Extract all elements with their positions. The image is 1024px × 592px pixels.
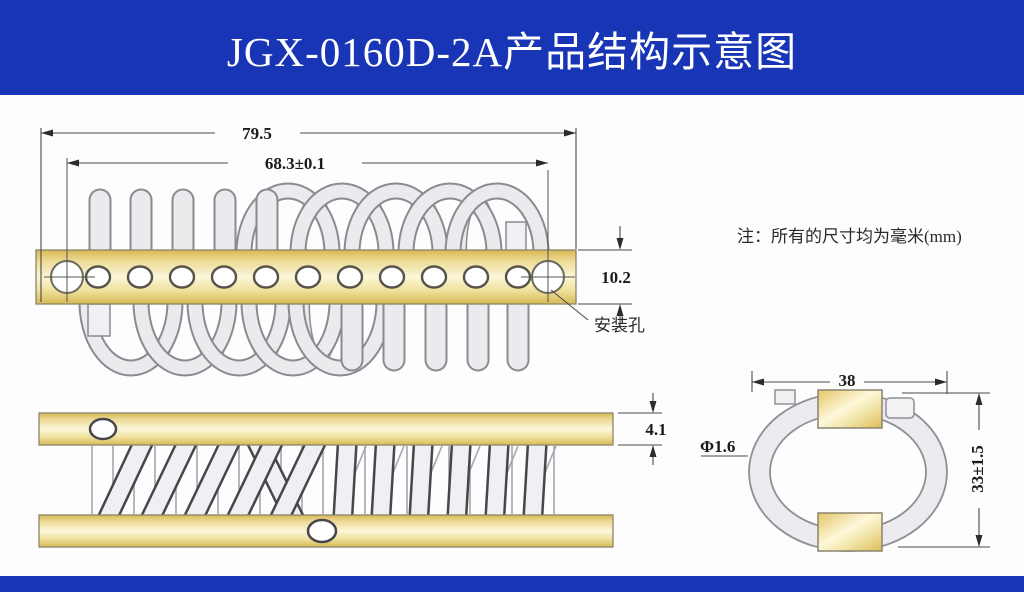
cable-clamp <box>885 397 915 419</box>
cable-end-bottom <box>87 303 111 337</box>
dim-loop-width-text: 38 <box>839 371 856 390</box>
top-bar-hole <box>88 417 118 441</box>
dim-overall-length-text: 79.5 <box>242 124 272 143</box>
top-bar-side <box>38 412 614 446</box>
dim-mounting-span: 68.3±0.1 <box>67 154 548 173</box>
note-text: 注：所有的尺寸均为毫米(mm) <box>737 227 962 246</box>
dim-wire-diameter: Φ1.6 <box>700 437 748 457</box>
dim-overall-length: 79.5 <box>40 124 577 302</box>
footer-bar <box>0 576 1024 592</box>
dim-loop-height-text: 33±1.5 <box>968 445 987 493</box>
side-view: 4.1 <box>38 393 667 548</box>
dim-bar-width-text: 10.2 <box>601 268 631 287</box>
coil-arches-bottom <box>78 293 393 377</box>
top-block <box>817 389 883 429</box>
dim-bar-thickness-text: 4.1 <box>645 420 666 439</box>
top-view: 79.5 68.3±0.1 10.2 安装孔 <box>35 124 645 377</box>
dim-mounting-span-text: 68.3±0.1 <box>265 154 325 173</box>
bottom-block <box>817 512 883 552</box>
cable-tab <box>774 389 796 405</box>
mounting-hole-label: 安装孔 <box>594 316 645 335</box>
dim-loop-height: 33±1.5 <box>898 392 990 548</box>
header-bar: JGX-0160D-2A产品结构示意图 <box>0 0 1024 95</box>
mounting-hole-callout: 安装孔 <box>550 289 645 335</box>
dim-bar-width: 10.2 <box>578 226 632 328</box>
mounting-hole-left <box>44 158 95 302</box>
mounting-hole-right <box>521 170 575 302</box>
dim-bar-thickness: 4.1 <box>618 393 667 465</box>
dim-loop-width: 38 <box>751 371 948 394</box>
cable-end-top <box>505 221 527 253</box>
page-title: JGX-0160D-2A产品结构示意图 <box>226 28 798 75</box>
dim-wire-diameter-text: Φ1.6 <box>700 437 735 456</box>
coil-arches-top <box>235 182 550 262</box>
bottom-bar-hole <box>306 518 338 544</box>
end-view: 38 Φ1.6 33±1.5 <box>700 371 990 552</box>
